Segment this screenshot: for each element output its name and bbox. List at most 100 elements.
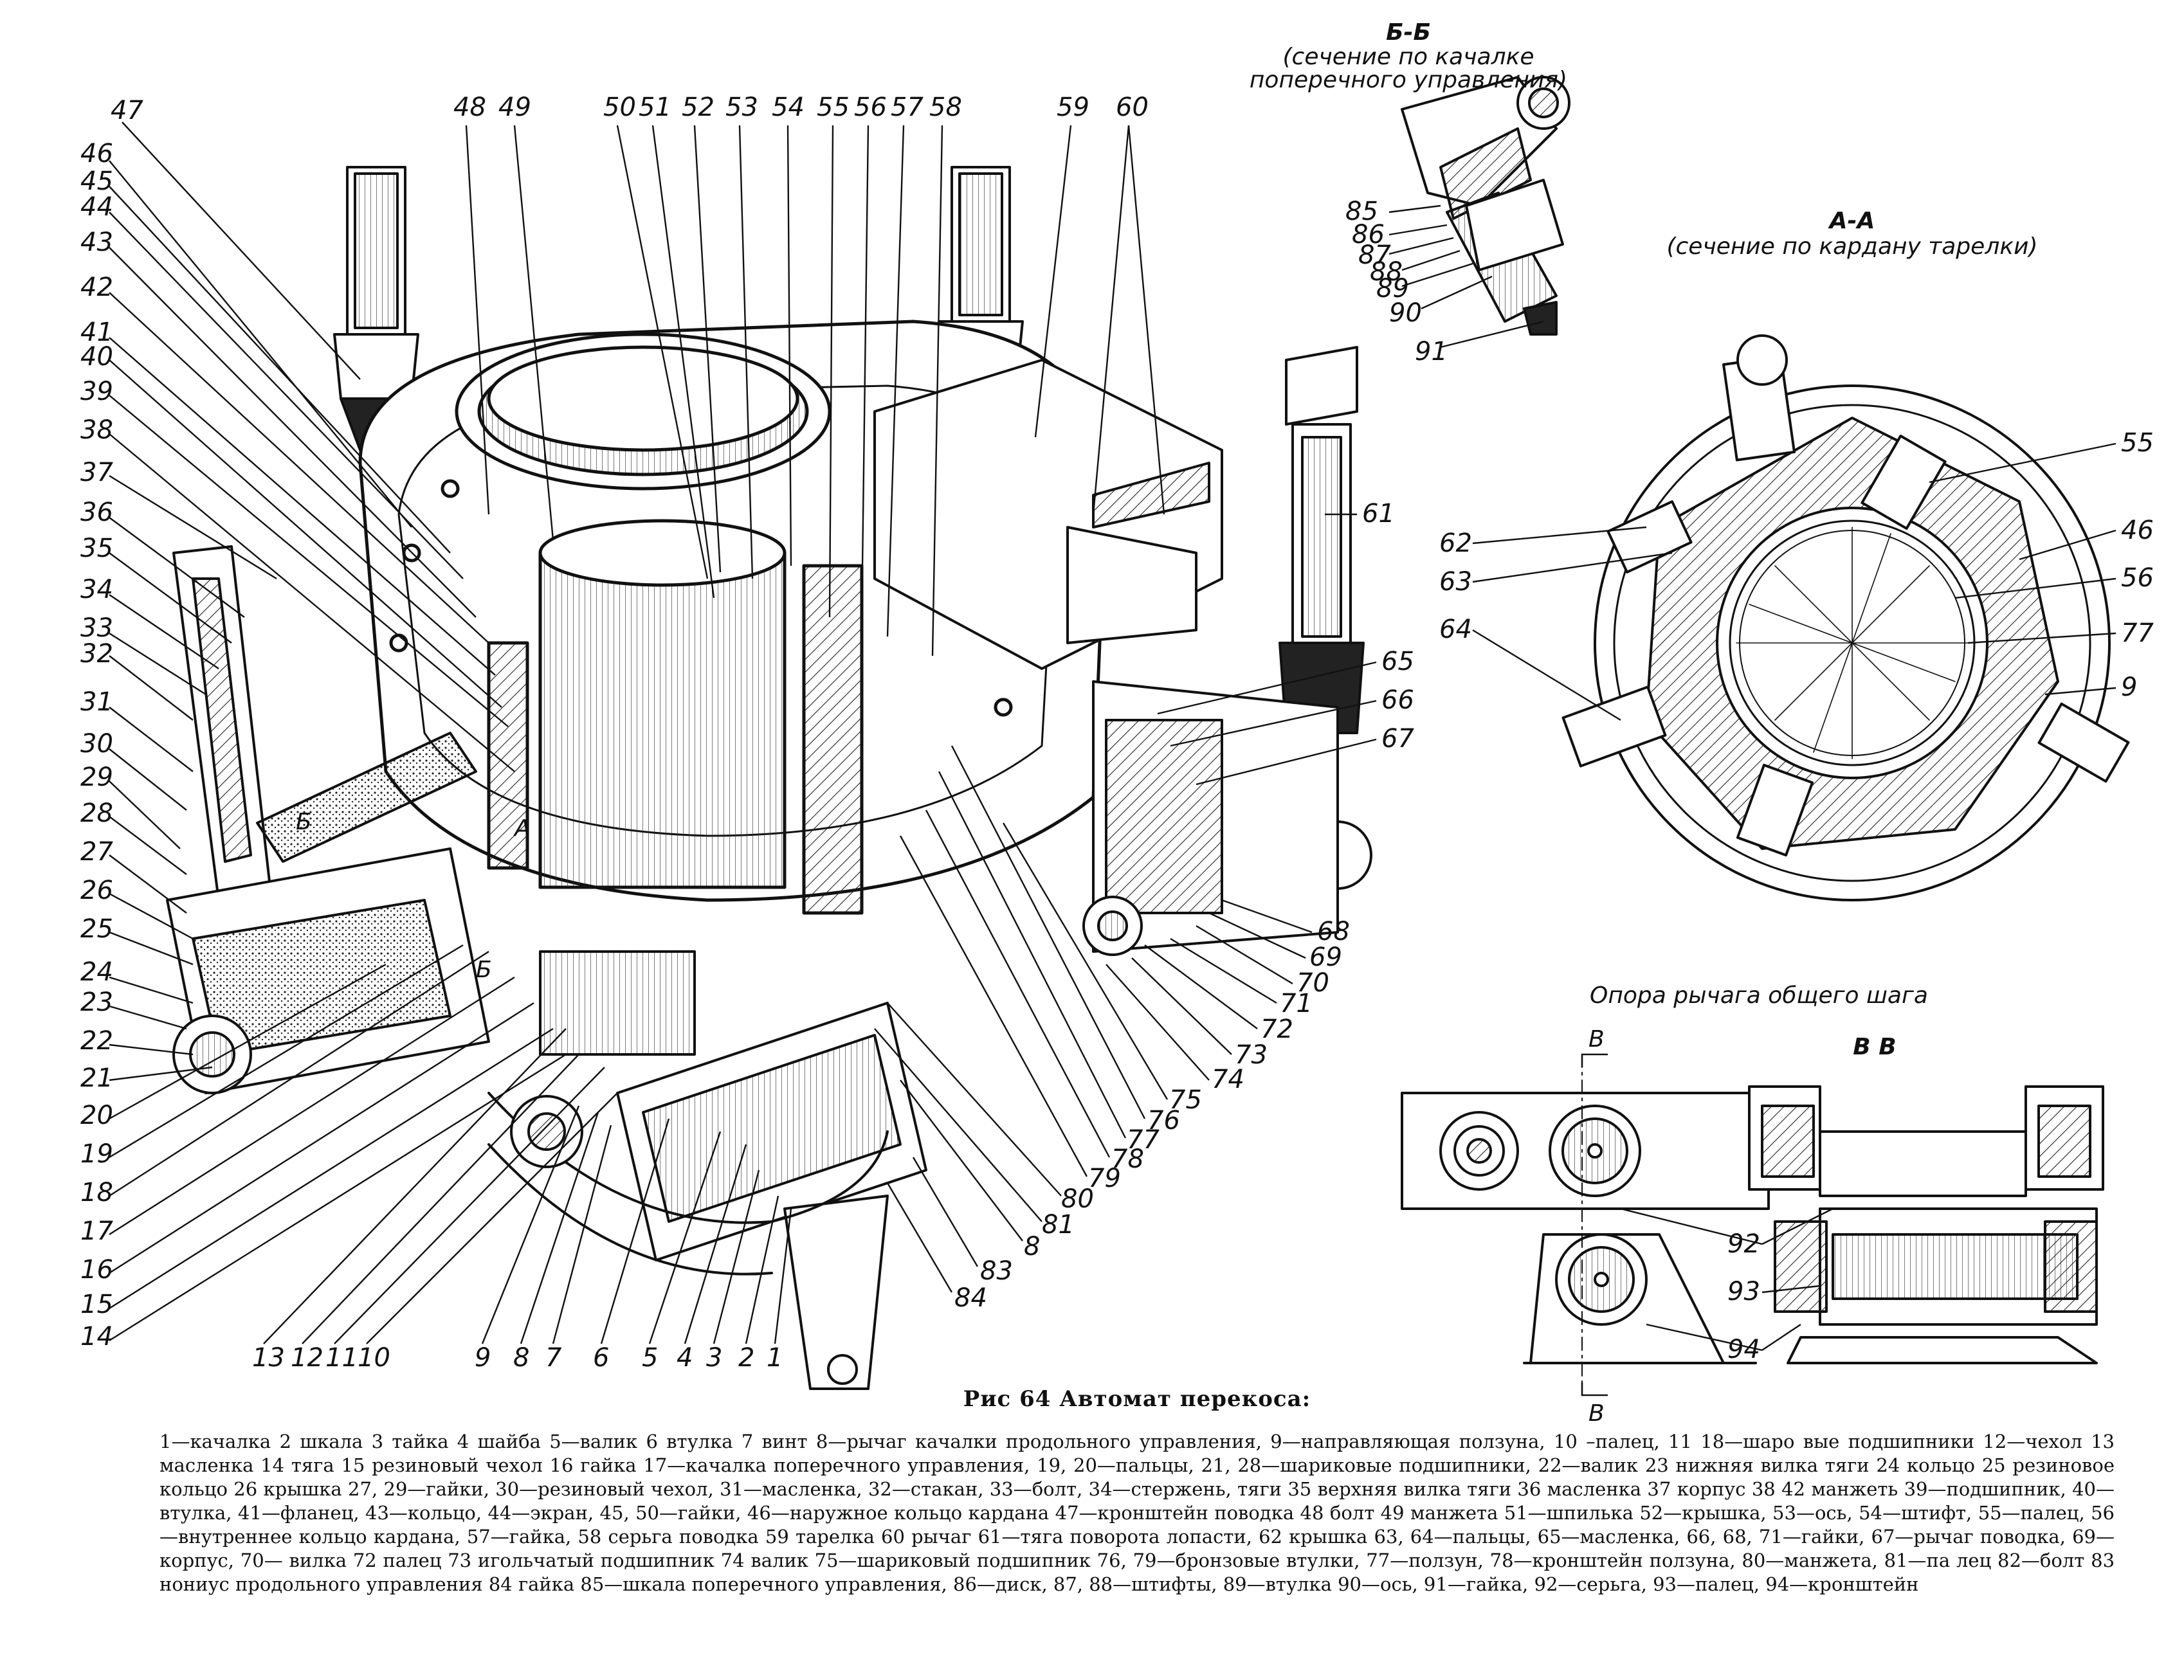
cut-marker-top: В bbox=[1588, 1026, 1605, 1052]
callouts-section-vv: 92 93 94 bbox=[1727, 1229, 1760, 1364]
callout: 56 bbox=[2121, 563, 2154, 593]
callout: 29 bbox=[80, 763, 113, 792]
pitch-rod-left bbox=[333, 166, 419, 451]
callout: 92 bbox=[1727, 1229, 1760, 1259]
main-assembly bbox=[166, 166, 1372, 1390]
callouts-section-aa: 55 46 56 77 9 62 63 64 bbox=[1439, 428, 2154, 702]
callout: 73 bbox=[1235, 1040, 1268, 1070]
legend-line: 22—валик 23 нижняя вилка тяги 24 кольцо … bbox=[159, 1454, 2115, 1500]
callout: 7 bbox=[545, 1343, 562, 1373]
callout: 77 bbox=[2121, 619, 2154, 648]
callout: 56 bbox=[854, 93, 887, 122]
callout: 52 bbox=[682, 93, 714, 122]
cut-marker-bottom: В bbox=[1588, 1400, 1605, 1427]
callout: 67 bbox=[1381, 724, 1414, 754]
base-ring bbox=[487, 950, 889, 1276]
figure-legend: 1—качалка 2 шкала 3 тайка 4 шайба 5—вали… bbox=[159, 1430, 2115, 1596]
callout: 53 bbox=[725, 93, 758, 122]
callout: 2 bbox=[738, 1343, 754, 1373]
section-aa bbox=[1472, 334, 2130, 901]
callout: 10 bbox=[358, 1343, 390, 1373]
callout: 58 bbox=[929, 93, 962, 122]
cut-marker-b1: Б bbox=[296, 809, 312, 835]
callout: 60 bbox=[1116, 93, 1149, 122]
cut-marker-b2: Б bbox=[476, 957, 492, 983]
legend-line: лец 82—болт 83 нониус продольного управл… bbox=[159, 1549, 2115, 1595]
slider-bracket bbox=[1082, 680, 1339, 956]
callout: 5 bbox=[642, 1343, 658, 1373]
callout: 18 bbox=[80, 1178, 113, 1207]
callout: 17 bbox=[80, 1216, 113, 1246]
callout: 88 bbox=[1370, 257, 1403, 287]
callout: 35 bbox=[80, 534, 113, 563]
callout: 36 bbox=[80, 498, 113, 527]
legend-line: 58 серьга поводка 59 тарелка 60 рычаг 61… bbox=[159, 1526, 2115, 1571]
callout: 8 bbox=[513, 1343, 529, 1373]
callout: 27 bbox=[80, 837, 113, 867]
callout: 40 bbox=[80, 342, 113, 372]
callouts-left: 46 45 44 43 42 41 40 39 38 37 36 35 34 3… bbox=[80, 139, 113, 1351]
callout: 41 bbox=[80, 318, 113, 347]
callout: 94 bbox=[1727, 1335, 1760, 1364]
callout: 26 bbox=[80, 876, 113, 905]
callout: 46 bbox=[2121, 516, 2154, 545]
callout: 78 bbox=[1111, 1144, 1144, 1174]
section-vv bbox=[1401, 1053, 2104, 1396]
callout: 62 bbox=[1439, 528, 1472, 558]
callout: 69 bbox=[1309, 943, 1342, 972]
callout: 20 bbox=[80, 1101, 113, 1130]
callout: 51 bbox=[639, 93, 671, 122]
legend-line: тяги 35 верхняя вилка тяги 36 масленка 3… bbox=[159, 1478, 2115, 1524]
callout: 89 bbox=[1376, 274, 1409, 303]
callout: 77 bbox=[1127, 1125, 1160, 1155]
callout: 65 bbox=[1381, 647, 1414, 676]
callout: 34 bbox=[80, 575, 113, 604]
callout: 6 bbox=[593, 1343, 609, 1373]
callout: 38 bbox=[80, 415, 113, 445]
section-aa-title: А-А bbox=[1828, 208, 1875, 234]
section-bb-subtitle-2: поперечного управления) bbox=[1250, 67, 1567, 93]
callout: 3 bbox=[706, 1343, 722, 1373]
callout: 63 bbox=[1439, 567, 1472, 597]
callout: 83 bbox=[980, 1256, 1013, 1286]
callout: 43 bbox=[80, 228, 113, 257]
callout: 85 bbox=[1345, 197, 1378, 226]
callout: 21 bbox=[80, 1063, 113, 1093]
control-lever-left bbox=[166, 545, 490, 1094]
callout: 86 bbox=[1352, 220, 1385, 249]
figure-title: Рис 64 Автомат перекоса: bbox=[963, 1386, 1311, 1412]
callout: 54 bbox=[772, 93, 805, 122]
section-bb-subtitle-1: (сечение по качалке bbox=[1283, 44, 1534, 70]
cut-marker-a: А bbox=[513, 815, 531, 842]
callout: 45 bbox=[80, 167, 113, 196]
callout: 11 bbox=[325, 1343, 358, 1373]
callout: 55 bbox=[2121, 428, 2154, 458]
callout: 46 bbox=[80, 139, 113, 168]
callout: 91 bbox=[1415, 337, 1448, 366]
callout: 32 bbox=[80, 639, 113, 669]
legend-line: вые подшипники 12—чехол 13 масленка 14 т… bbox=[159, 1431, 2115, 1476]
callout: 72 bbox=[1260, 1015, 1293, 1044]
callout: 28 bbox=[80, 799, 113, 828]
callout: 9 bbox=[2121, 673, 2137, 702]
callout: 55 bbox=[817, 93, 850, 122]
callout: 59 bbox=[1057, 93, 1089, 122]
callouts-bottom: 13 12 11 10 9 8 7 6 5 4 3 2 1 bbox=[252, 1343, 783, 1373]
drive-link-arm bbox=[873, 359, 1223, 670]
callout: 12 bbox=[291, 1343, 323, 1373]
callout: 13 bbox=[252, 1343, 285, 1373]
callout: 31 bbox=[80, 687, 113, 717]
callout: 8 bbox=[1024, 1232, 1040, 1261]
callout: 87 bbox=[1358, 240, 1391, 270]
callout: 66 bbox=[1381, 685, 1414, 715]
lower-arm bbox=[256, 732, 927, 1390]
legend-line: 1—качалка 2 шкала 3 тайка 4 шайба 5—вали… bbox=[159, 1431, 1795, 1452]
callout: 79 bbox=[1088, 1164, 1121, 1193]
section-titles: Б-Б (сечение по качалке поперечного упра… bbox=[296, 19, 2038, 1427]
callout: 44 bbox=[80, 192, 113, 222]
callout: 16 bbox=[80, 1255, 113, 1285]
callout: 61 bbox=[1362, 499, 1395, 528]
legend-line: 93—палец, 94—кронштейн bbox=[1653, 1573, 1919, 1595]
callout: 24 bbox=[80, 957, 113, 987]
callout: 23 bbox=[80, 988, 113, 1017]
